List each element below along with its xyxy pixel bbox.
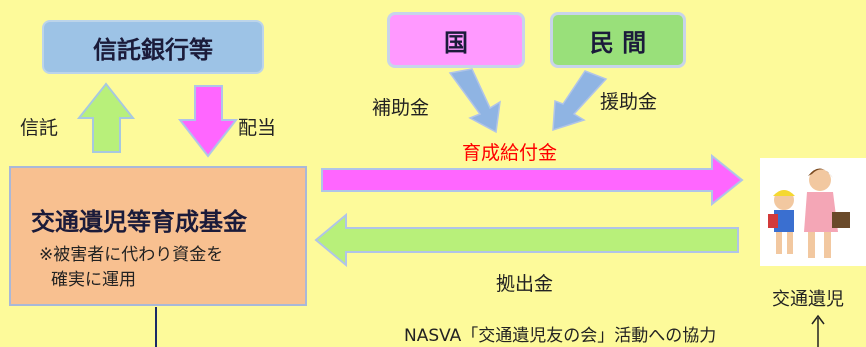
support-fund-label: 援助金: [600, 91, 658, 113]
fund-box: 交通遺児等育成基金 ※被害者に代わり資金を 確実に運用: [9, 166, 307, 306]
contribution-label: 拠出金: [496, 273, 554, 295]
fund-title: 交通遺児等育成基金: [31, 208, 247, 236]
contribution-arrow: [314, 212, 739, 268]
support-fund-arrow: [552, 70, 608, 132]
orphans-label: 交通遺児: [772, 289, 844, 310]
trust-bank-label: 信託銀行等: [93, 35, 213, 64]
government-label: 国: [444, 28, 468, 57]
dividend-label: 配当: [238, 117, 277, 139]
private-box: 民 間: [550, 12, 686, 68]
trust-up-arrow: [76, 82, 136, 153]
scholarship-arrow: [321, 153, 744, 207]
government-box: 国: [387, 12, 525, 68]
trust-bank-box: 信託銀行等: [42, 20, 264, 74]
subsidy-label: 補助金: [372, 97, 430, 119]
private-label: 民 間: [589, 28, 647, 57]
fund-note-2: 確実に運用: [51, 270, 136, 290]
nasva-cooperation-label: NASVA「交通遺児友の会」活動への協力: [404, 326, 717, 346]
fund-note-1: ※被害者に代わり資金を: [39, 245, 224, 265]
trust-label: 信託: [20, 117, 59, 139]
children-illustration: [760, 158, 866, 266]
scholarship-label: 育成給付金: [462, 142, 558, 164]
subsidy-arrow: [448, 68, 501, 134]
dividend-down-arrow: [177, 85, 239, 158]
orphans-up-arrowhead: [811, 314, 825, 325]
